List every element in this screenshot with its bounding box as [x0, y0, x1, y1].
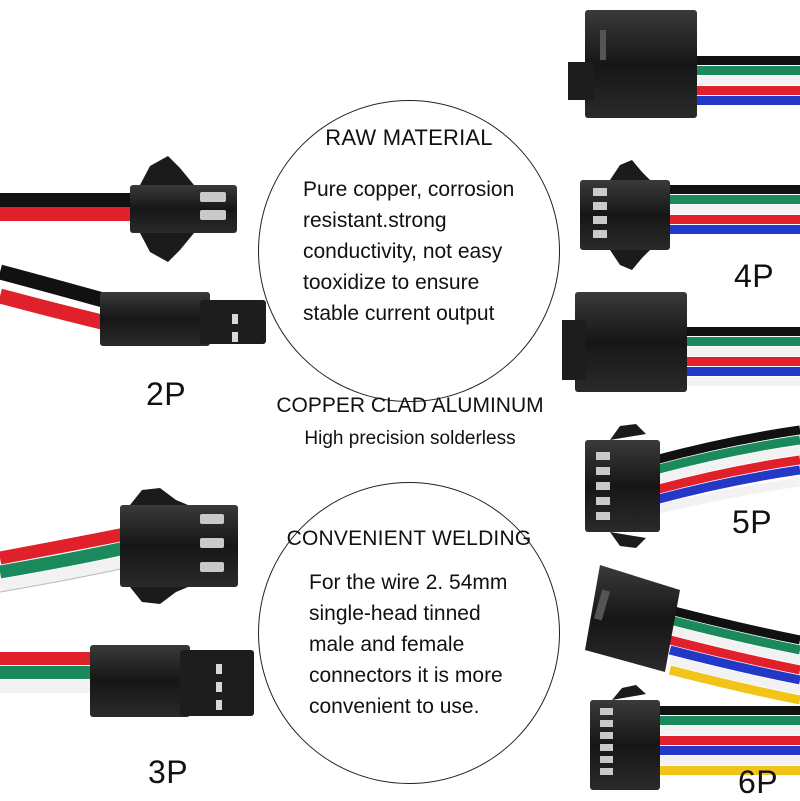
raw-material-description: Pure copper, corrosion resistant.strong … — [303, 174, 543, 329]
convenient-welding-line: male and female — [309, 633, 465, 656]
raw-material-line: conductivity, not easy — [303, 240, 503, 263]
connector-2p-male — [0, 264, 266, 346]
connector-3p-female — [0, 488, 238, 604]
convenient-welding-line: connectors it is more — [309, 664, 503, 687]
raw-material-title: RAW MATERIAL — [325, 125, 493, 150]
convenient-welding-line: For the wire 2. 54mm — [309, 571, 508, 594]
raw-material-line: tooxidize to ensure — [303, 271, 480, 294]
convenient-welding-line: single-head tinned — [309, 602, 481, 625]
convenient-welding-title: CONVENIENT WELDING — [286, 527, 532, 550]
label-4p: 4P — [734, 258, 775, 294]
connector-2p-female — [0, 156, 237, 262]
connector-6p-male — [585, 565, 800, 705]
convenient-welding-circle: CONVENIENT WELDING For the wire 2. 54mm … — [258, 482, 560, 784]
raw-material-line: Pure copper, corrosion — [303, 178, 515, 201]
connector-5p-male — [562, 292, 800, 392]
label-5p: 5P — [732, 504, 773, 540]
connector-4p-female — [580, 160, 800, 270]
connector-3p-male — [0, 645, 254, 717]
connector-4p-male — [568, 10, 800, 118]
label-2p: 2P — [146, 376, 187, 412]
connector-5p-female — [585, 424, 800, 548]
label-6p: 6P — [738, 764, 779, 800]
raw-material-line: stable current output — [303, 302, 495, 325]
solderless-subheading: High precision solderless — [304, 428, 516, 449]
label-3p: 3P — [148, 754, 189, 790]
connector-6p-female — [590, 685, 800, 790]
convenient-welding-description: For the wire 2. 54mm single-head tinned … — [309, 567, 539, 722]
copper-clad-aluminum-heading: COPPER CLAD ALUMINUM — [276, 394, 544, 417]
raw-material-circle: RAW MATERIAL Pure copper, corrosion resi… — [258, 100, 560, 402]
raw-material-line: resistant.strong — [303, 209, 447, 232]
convenient-welding-line: convenient to use. — [309, 695, 480, 718]
